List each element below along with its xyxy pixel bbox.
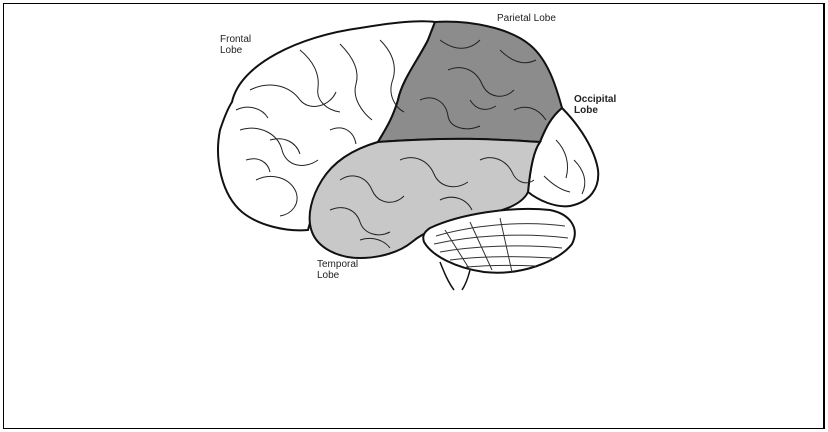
occipital-lobe-label-line-2: Lobe [574, 105, 616, 116]
temporal-lobe-label: Temporal Lobe [317, 259, 358, 281]
parietal-lobe-label-text: Parietal Lobe [497, 13, 556, 24]
occipital-lobe-label: Occipital Lobe [574, 94, 616, 116]
occipital-lobe-label-line-1: Occipital [574, 94, 616, 105]
frontal-lobe-label: Frontal Lobe [220, 34, 251, 56]
frontal-lobe-label-line-2: Lobe [220, 45, 251, 56]
parietal-lobe-label: Parietal Lobe [497, 13, 556, 24]
temporal-lobe-label-line-1: Temporal [317, 259, 358, 270]
temporal-lobe-label-line-2: Lobe [317, 270, 358, 281]
frontal-lobe-label-line-1: Frontal [220, 34, 251, 45]
